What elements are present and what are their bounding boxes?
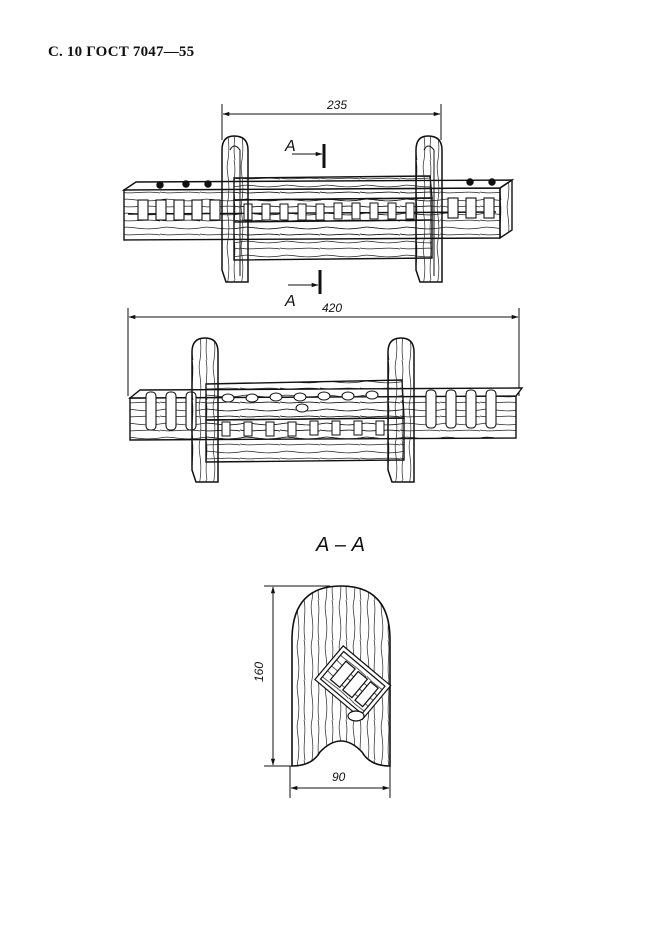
dim-label-160: 160	[252, 662, 266, 682]
dimension-90	[289, 766, 391, 798]
section-label-a-top: А	[284, 138, 296, 155]
tube-end	[347, 710, 365, 722]
dim-label-420: 420	[322, 301, 342, 315]
section-view: 160 90	[252, 585, 392, 798]
dim-label-90: 90	[332, 770, 346, 784]
section-title: А – А	[315, 534, 365, 556]
section-mark-a-bottom	[288, 270, 322, 294]
page-header: С. 10 ГОСТ 7047—55	[48, 44, 195, 60]
dim-label-235: 235	[326, 98, 347, 112]
front-view: 420	[127, 301, 524, 483]
dimension-235	[221, 104, 442, 140]
top-view: 235	[121, 98, 515, 310]
side-panel-left-front	[191, 337, 219, 483]
rack-cross-section	[314, 645, 392, 721]
dimension-160	[264, 585, 330, 767]
central-box-front	[205, 379, 405, 463]
section-label-a-bottom: А	[284, 293, 296, 310]
side-panel-right-top	[415, 135, 443, 283]
side-panel-right-front	[387, 337, 415, 483]
dimension-420	[127, 308, 520, 396]
section-mark-a-top	[292, 144, 326, 168]
side-panel-left-top	[221, 135, 249, 283]
central-box-top	[233, 175, 433, 261]
